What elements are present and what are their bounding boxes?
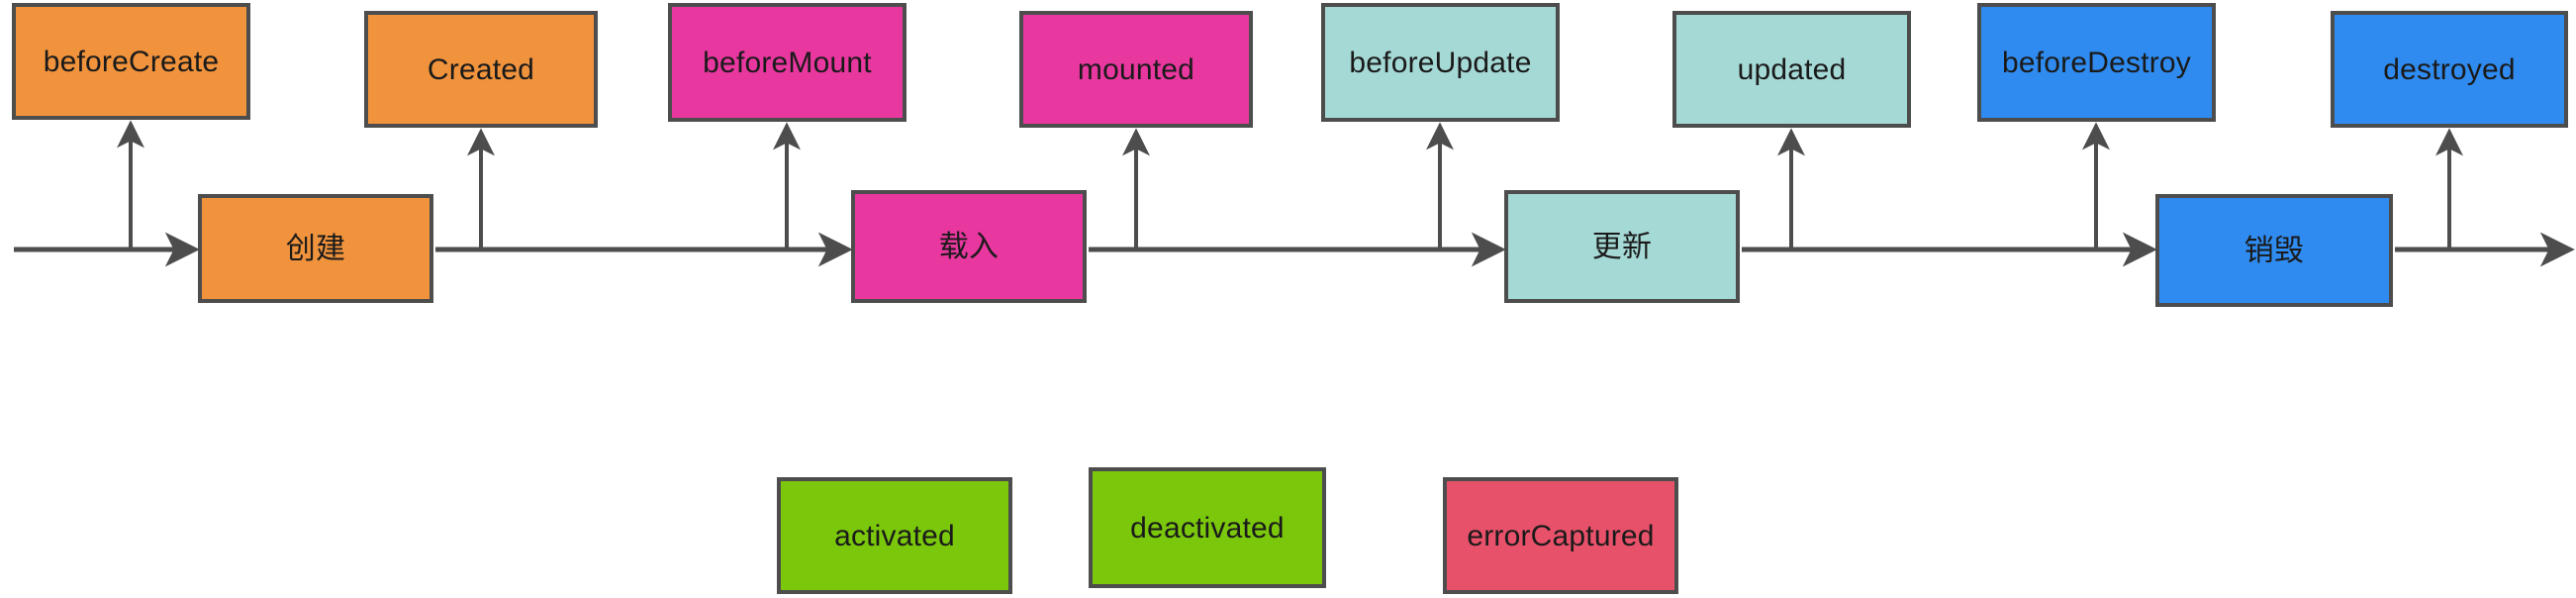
node-label: Created [427,52,535,86]
hook-node-activated[interactable]: activated [777,477,1012,594]
node-label: 更新 [1591,230,1653,263]
node-label: beforeMount [703,46,872,79]
hook-node-before-create[interactable]: beforeCreate [12,3,250,120]
hook-node-mounted[interactable]: mounted [1019,11,1253,128]
node-label: mounted [1077,52,1195,86]
node-label: activated [834,519,955,552]
node-label: deactivated [1130,511,1285,545]
hook-node-destroyed[interactable]: destroyed [2331,11,2568,128]
node-label: destroyed [2383,52,2516,86]
hook-node-error-captured[interactable]: errorCaptured [1443,477,1678,594]
node-label: beforeDestroy [2001,46,2192,79]
phase-node-update[interactable]: 更新 [1504,190,1740,303]
phase-node-create[interactable]: 创建 [198,194,433,303]
phase-node-mount[interactable]: 载入 [851,190,1087,303]
node-label: beforeCreate [43,45,220,78]
node-label: 销毁 [2243,234,2305,267]
node-label: 载入 [938,230,1000,263]
hook-node-created[interactable]: Created [364,11,598,128]
node-label: errorCaptured [1467,519,1655,552]
node-label: beforeUpdate [1349,46,1532,79]
node-label: updated [1737,52,1847,86]
hook-node-before-destroy[interactable]: beforeDestroy [1977,3,2216,122]
hook-node-updated[interactable]: updated [1672,11,1911,128]
node-label: 创建 [285,232,346,265]
hook-node-deactivated[interactable]: deactivated [1089,467,1326,588]
hook-node-before-update[interactable]: beforeUpdate [1321,3,1560,122]
hook-node-before-mount[interactable]: beforeMount [668,3,906,122]
phase-node-destroy[interactable]: 销毁 [2155,194,2393,307]
